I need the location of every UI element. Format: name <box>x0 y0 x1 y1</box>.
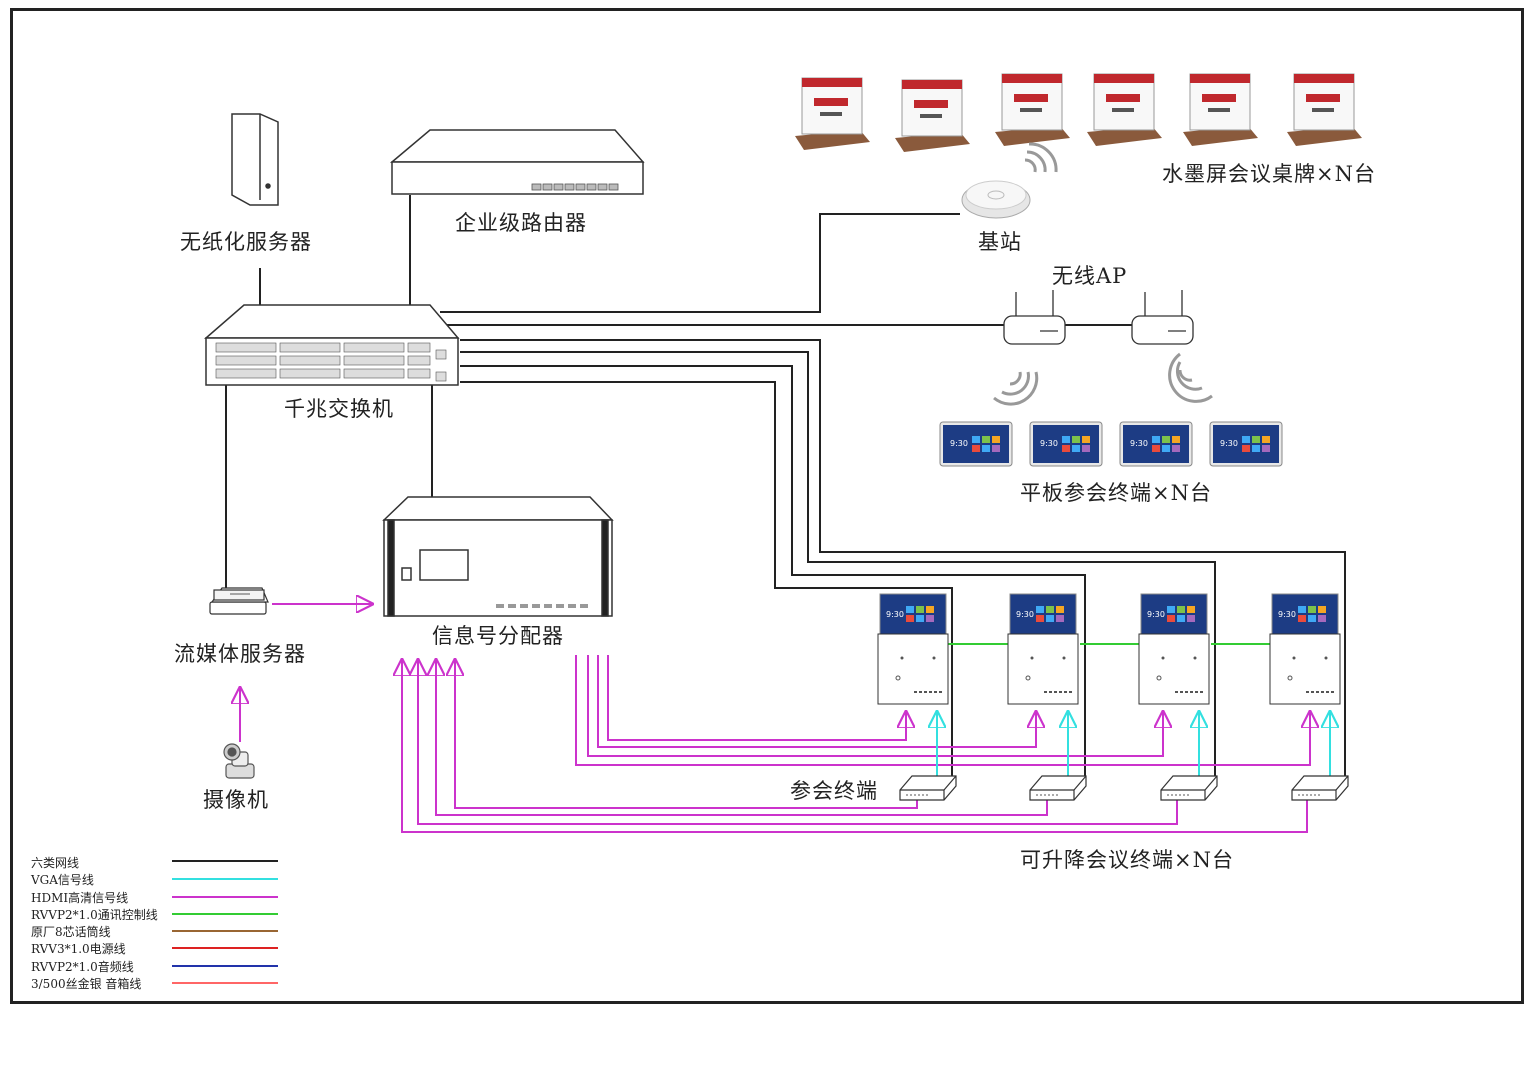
wifi-signal-icon <box>1024 142 1058 173</box>
nameplate-icon <box>795 77 870 150</box>
base-station-icon <box>961 180 1031 219</box>
router-icon <box>389 129 645 195</box>
wireless-ap-icon <box>1131 290 1194 345</box>
hdmi-cables <box>240 604 1310 833</box>
host-box-icon <box>1029 775 1087 801</box>
server-tower-icon <box>231 113 279 206</box>
tablet-icon: 9:30 <box>1119 421 1193 467</box>
svg-text:9:30: 9:30 <box>1130 439 1148 448</box>
host-box-icon <box>1160 775 1218 801</box>
lift-terminal-icon: 9:30 <box>1007 593 1079 705</box>
legend-label: 六类网线 <box>31 856 80 870</box>
legend-label: VGA信号线 <box>31 873 94 887</box>
label-attendee-terminal: 参会终端 <box>790 779 878 803</box>
svg-text:9:30: 9:30 <box>1147 610 1165 619</box>
svg-text:9:30: 9:30 <box>1040 439 1058 448</box>
diagram-frame <box>10 8 1524 1004</box>
label-router: 企业级路由器 <box>455 211 587 235</box>
tablet-icon: 9:30 <box>1029 421 1103 467</box>
wifi-signal-icon <box>993 371 1039 406</box>
nameplate-icon <box>1183 73 1258 146</box>
svg-text:9:30: 9:30 <box>950 439 968 448</box>
lift-terminal-icon-group: 9:30 9:30 9:30 <box>877 593 1341 705</box>
legend-label: 原厂8芯话筒线 <box>31 925 111 939</box>
nameplate-icon <box>895 79 970 152</box>
lift-terminal-icon: 9:30 <box>1269 593 1341 705</box>
host-box-icon <box>1291 775 1349 801</box>
tablet-icon: 9:30 <box>939 421 1013 467</box>
label-base-station: 基站 <box>978 230 1022 254</box>
label-gigabit-switch: 千兆交换机 <box>284 397 394 421</box>
svg-text:9:30: 9:30 <box>1278 610 1296 619</box>
legend-label: RVVP2*1.0通讯控制线 <box>31 908 158 922</box>
nameplate-icon <box>1287 73 1362 146</box>
camera-icon <box>223 743 255 779</box>
lift-terminal-icon: 9:30 <box>877 593 949 705</box>
tablet-icon-group: 9:30 9:30 9:30 9:30 <box>939 421 1283 467</box>
label-signal-distributor: 信息号分配器 <box>432 624 564 648</box>
svg-text:9:30: 9:30 <box>1016 610 1034 619</box>
label-lift-terminals: 可升降会议终端×N台 <box>1020 848 1234 872</box>
host-box-icon <box>899 775 957 801</box>
nameplate-icon-group <box>795 73 1362 152</box>
legend-label: RVVP2*1.0音频线 <box>31 960 134 974</box>
label-wireless-ap: 无线AP <box>1052 264 1128 288</box>
tablet-icon: 9:30 <box>1209 421 1283 467</box>
lift-terminal-icon: 9:30 <box>1138 593 1210 705</box>
nameplate-icon <box>995 73 1070 146</box>
wireless-ap-icon <box>1003 290 1066 345</box>
wifi-signal-icon <box>1168 352 1213 403</box>
legend-label: 3/500丝金银 音箱线 <box>31 977 142 991</box>
label-tablet-terminals: 平板参会终端×N台 <box>1020 481 1212 505</box>
svg-text:9:30: 9:30 <box>1220 439 1238 448</box>
label-paperless-server: 无纸化服务器 <box>180 230 312 254</box>
vga-cables <box>937 712 1330 778</box>
label-camera: 摄像机 <box>203 788 269 812</box>
label-streaming-server: 流媒体服务器 <box>174 642 306 666</box>
legend-swatches <box>172 860 278 984</box>
legend-label: HDMI高清信号线 <box>31 891 129 905</box>
nameplate-icon <box>1087 73 1162 146</box>
svg-text:9:30: 9:30 <box>886 610 904 619</box>
host-box-icon-group <box>899 775 1349 801</box>
streaming-server-icon <box>209 587 269 615</box>
label-ink-nameplates: 水墨屏会议桌牌×N台 <box>1162 162 1376 186</box>
legend-label: RVV3*1.0电源线 <box>31 942 126 956</box>
signal-distributor-icon <box>382 496 614 617</box>
switch-icon <box>203 304 460 386</box>
